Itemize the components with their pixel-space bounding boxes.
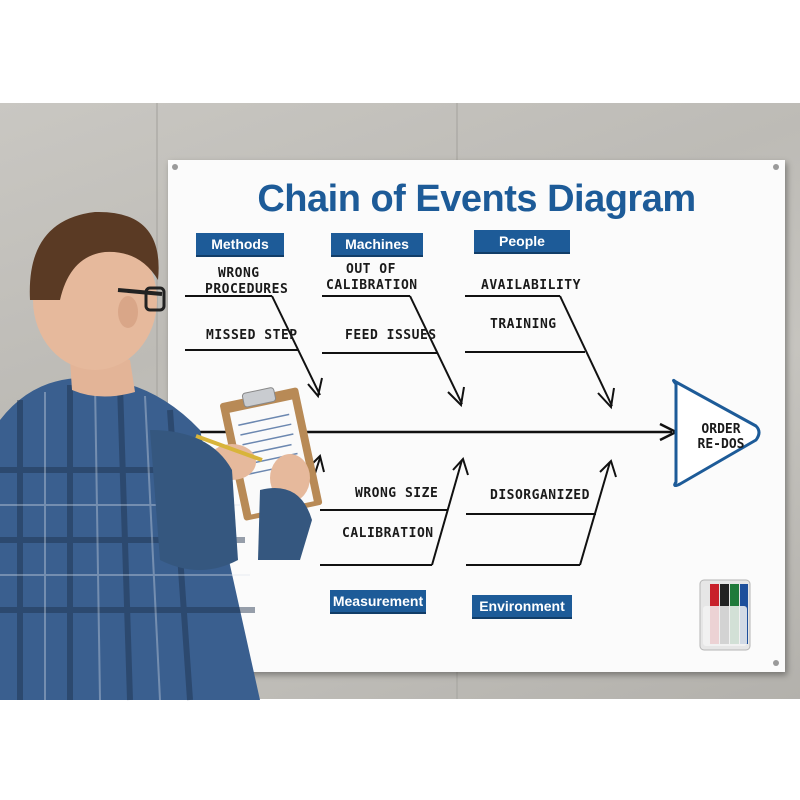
cause-text: PROCEDURES xyxy=(205,282,289,297)
cause-text: FEED ISSUES xyxy=(345,328,437,343)
pen xyxy=(195,434,263,462)
clipboard xyxy=(220,387,323,521)
effect-line-1: ORDER xyxy=(701,422,741,437)
arrowhead xyxy=(599,459,617,478)
board-screw xyxy=(172,164,178,170)
effect-head-shape xyxy=(672,378,761,488)
hair xyxy=(29,211,159,300)
category-machines: Machines xyxy=(331,233,423,257)
arrowhead xyxy=(452,457,469,476)
arrowhead xyxy=(597,387,615,410)
board-screw xyxy=(773,660,779,666)
person-writing xyxy=(0,211,323,701)
category-people: People xyxy=(474,230,570,254)
safety-glasses xyxy=(144,286,166,312)
bone-machines xyxy=(409,295,463,405)
effect-label: ORDER RE-DOS xyxy=(686,422,756,452)
cause-text: AVAILABILITY xyxy=(481,278,581,293)
cause-text: TRAINING xyxy=(490,317,557,332)
category-environment: Environment xyxy=(472,595,572,619)
bone-people xyxy=(559,295,613,407)
cause-text: CALIBRATION xyxy=(326,278,418,293)
arrowhead xyxy=(307,377,323,399)
cause-text: DISORGANIZED xyxy=(490,488,590,503)
cause-text: CALIBRATION xyxy=(342,526,434,541)
diagram-title: Chain of Events Diagram xyxy=(257,178,696,220)
cause-text: WRONG SIZE xyxy=(355,486,439,501)
category-measurement: Measurement xyxy=(330,590,426,614)
bone-methods xyxy=(271,295,321,396)
cause-text: WRONG xyxy=(218,266,260,281)
bone-measurement xyxy=(431,459,463,566)
effect-line-2: RE-DOS xyxy=(697,437,745,452)
cause-text: MISSED STEP xyxy=(206,328,298,343)
cause-text: OUT OF xyxy=(346,262,396,277)
marker-holder xyxy=(699,579,751,651)
category-methods: Methods xyxy=(196,233,284,257)
board-screw xyxy=(773,164,779,170)
arrowhead xyxy=(447,386,465,408)
